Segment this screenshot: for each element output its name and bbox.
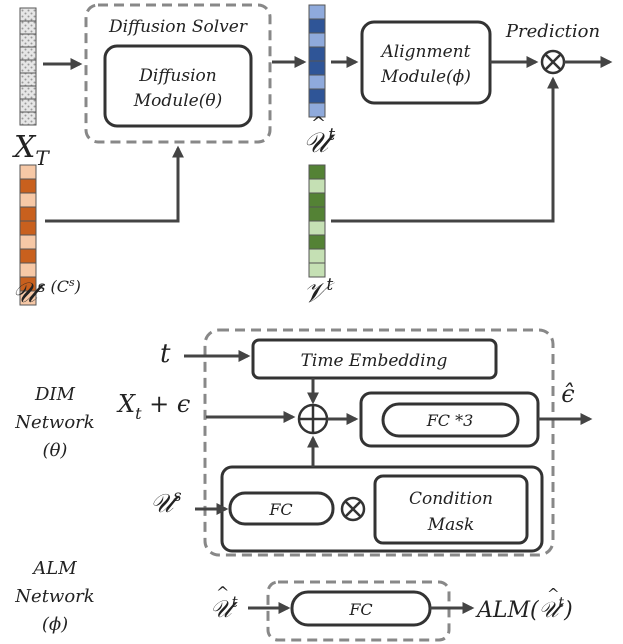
sum-operator-icon [297,403,329,435]
green-cell [308,206,326,222]
blue-cell [308,4,326,20]
vector-us [19,164,37,306]
xt-label: XT [12,130,50,170]
diffusion-module-box [103,44,253,128]
arrow-us-to-solver [45,145,184,223]
condition-mask-line1: Condition [409,489,493,509]
condition-fc-label: FC [268,500,292,519]
dim-u-input: 𝒰s [150,486,182,519]
vector-ut [308,4,326,118]
time-embedding-box [251,338,498,380]
condition-mask-line2: Mask [427,515,475,535]
diffusion-module-line2: Module(θ) [133,91,222,111]
alm-input-hat: ^ [216,583,229,602]
blue-cell [308,74,326,90]
vt-label: 𝒱t [303,275,335,309]
noise-cell [19,85,37,100]
condition-mask-box [373,474,529,545]
noise-cell [19,98,37,113]
source-cell [19,164,37,180]
ut-hat: ^ [311,113,326,134]
source-cell [19,206,37,222]
alm-fc-label: FC [348,600,372,619]
dim-x-input: Xt + ϵ [116,390,190,423]
prediction-label: Prediction [505,21,600,42]
source-cell [19,192,37,208]
source-cell [19,178,37,194]
dim-output-label: ϵ̂ [561,380,574,408]
alignment-module-line2: Module(ϕ) [380,67,471,87]
green-cell [308,192,326,208]
time-embedding-label: Time Embedding [301,351,448,371]
mask-product-operator-icon [340,496,366,522]
us-label: 𝒰s (Cs) [12,276,81,309]
diffusion-module-line1: Diffusion [138,66,216,86]
fc3-label: FC *3 [426,411,474,430]
noise-cell [19,72,37,87]
product-operator-icon [540,49,566,75]
dim-label-3: (θ) [43,440,68,461]
green-cell [308,234,326,250]
blue-cell [308,60,326,76]
alm-output-label: ALM(𝒰t) [475,595,573,623]
alignment-module-box [360,20,492,105]
source-cell [19,262,37,278]
blue-cell [308,18,326,34]
vector-vt [308,164,326,278]
noise-cell [19,20,37,35]
source-cell [19,234,37,250]
source-cell [19,248,37,264]
blue-cell [308,46,326,62]
dim-t-input: t [160,339,171,369]
noise-cell [19,111,37,126]
alignment-module-line1: Alignment [380,42,471,62]
green-cell [308,220,326,236]
diffusion-solver-label: Diffusion Solver [108,17,248,37]
blue-cell [308,102,326,118]
dim-label-1: DIM [34,384,76,405]
arrow-vt-to-product [331,76,559,223]
noise-cell [19,59,37,74]
noise-cell [19,46,37,61]
green-cell [308,178,326,194]
green-cell [308,164,326,180]
diffusion-solver-box [84,3,272,144]
alm-output-hat: ^ [547,585,560,603]
dim-label-2: Network [14,412,94,433]
source-cell [19,220,37,236]
alm-label-3: (ϕ) [42,614,68,635]
noise-cell [19,7,37,22]
noise-cell [19,33,37,48]
dim-network-box [203,328,555,557]
blue-cell [308,88,326,104]
fc3-inner-box [381,402,520,438]
alm-label-2: Network [14,586,94,607]
green-cell [308,262,326,278]
condition-fc-box [228,491,335,526]
alm-network-box [266,580,451,642]
source-cell [19,290,37,306]
green-cell [308,248,326,264]
noise-vector-xt [19,7,37,126]
blue-cell [308,32,326,48]
alm-label-1: ALM [31,558,77,579]
